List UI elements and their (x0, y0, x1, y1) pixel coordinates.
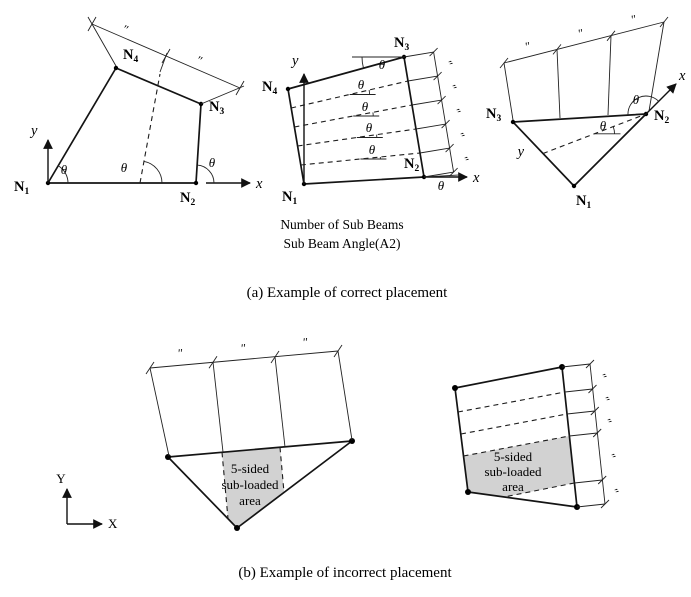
node-label-n3: N3 (486, 106, 501, 124)
sub-beam-divider (139, 73, 161, 184)
y-axis-label: y (290, 53, 299, 69)
theta-label: θ (61, 162, 68, 177)
inch-mark: ″ (577, 26, 585, 41)
sub-loaded-area-label-1: 5-sided (231, 461, 270, 476)
inch-mark: ″ (524, 39, 532, 54)
inch-mark: ″ (457, 154, 472, 165)
theta-label: θ (369, 142, 376, 157)
sub-loaded-area-label-2: sub-loaded (221, 477, 279, 492)
note-sub-beam-angle: Sub Beam Angle(A2) (284, 236, 401, 251)
caption-b: (b) Example of incorrect placement (238, 565, 452, 581)
sub-loaded-area-label-2: sub-loaded (484, 464, 542, 479)
inch-mark: ″ (607, 486, 622, 497)
inch-mark: ″ (630, 12, 638, 27)
node-label-n2: N2 (404, 156, 419, 174)
inch-mark: ″ (303, 335, 309, 349)
dimension-marks (403, 47, 458, 178)
inch-mark: ″ (178, 346, 184, 360)
sub-loaded-area-label-1: 5-sided (494, 449, 533, 464)
vertex-dots (165, 438, 355, 531)
x-axis-label: x (678, 68, 686, 84)
vertex-dots (510, 111, 649, 189)
inch-mark: ″ (604, 451, 619, 462)
global-x-axis-label: X (108, 516, 118, 531)
diagram-a-quad-middle: θ θ θ θ θ θ ″ ″ ″ ″ ″ y x N1 N2 N3 (262, 35, 480, 207)
inch-mark: ″ (121, 22, 131, 37)
node-label-n3: N3 (209, 99, 224, 117)
node-label-n4: N4 (123, 47, 138, 65)
sub-loaded-area-label-3: area (502, 479, 524, 494)
y-axis-label: y (516, 144, 525, 160)
diagram-a-quad-left: θ θ θ ″ ″ y x N1 N2 N3 N4 (14, 16, 263, 208)
theta-label: θ (209, 155, 216, 170)
theta-label: θ (633, 92, 640, 107)
theta-label: θ (121, 160, 128, 175)
angle-arcs (57, 160, 215, 184)
node-label-n2: N2 (180, 190, 195, 208)
dimension-marks (87, 16, 245, 105)
x-axis-label: x (472, 170, 480, 186)
dimension-marks (499, 16, 669, 121)
beam-outline (167, 440, 353, 529)
sub-beam-dividers (291, 80, 421, 166)
inch-mark: ″ (449, 106, 464, 117)
sub-loaded-area (222, 447, 284, 528)
node-label-n1: N1 (282, 189, 297, 207)
edge-extension (423, 174, 461, 178)
inch-mark: ″ (445, 82, 460, 93)
node-label-n4: N4 (262, 79, 277, 97)
x-axis (645, 83, 677, 115)
inch-mark: ″ (595, 371, 610, 382)
sub-beam-divider (221, 452, 229, 519)
inch-mark: ″ (598, 394, 613, 405)
theta-label: θ (366, 120, 373, 135)
sub-loaded-area-label-3: area (239, 493, 261, 508)
y-axis-label: y (29, 123, 38, 139)
angle-arcs (361, 56, 381, 160)
diagram-b-triangle-left: ″ ″ ″ 5-sided sub-loaded area (145, 335, 355, 531)
dimension-marks (561, 359, 610, 509)
theta-label: θ (379, 57, 386, 72)
beam-outline (512, 113, 647, 187)
sub-beam-divider (279, 447, 285, 493)
global-axes: Y X (56, 471, 118, 531)
x-axis-label: x (255, 176, 263, 192)
theta-label: θ (600, 118, 607, 133)
inch-mark: ″ (600, 416, 615, 427)
node-label-n1: N1 (14, 179, 29, 197)
sub-beam-dividers (457, 391, 575, 498)
inch-mark: ″ (441, 58, 456, 69)
node-label-n3: N3 (394, 35, 409, 53)
angle-arcs (612, 95, 660, 134)
node-label-n2: N2 (654, 108, 669, 126)
note-number-of-sub-beams: Number of Sub Beams (280, 217, 403, 232)
dimension-marks (145, 344, 353, 457)
theta-label: θ (362, 99, 369, 114)
diagram-b-quad-right: ″ ″ ″ ″ ″ 5-sided sub-loaded area (452, 359, 622, 510)
theta-label: θ (358, 77, 365, 92)
inch-mark: ″ (453, 130, 468, 141)
diagram-a-triangle-right: θ θ ″ ″ ″ x y N3 N2 N1 (486, 12, 686, 211)
theta-label: θ (438, 178, 445, 193)
angle-reference-lines (349, 56, 404, 160)
inch-mark: ″ (195, 53, 205, 68)
node-label-n1: N1 (576, 193, 591, 211)
caption-a: (a) Example of correct placement (247, 285, 449, 301)
inch-mark: ″ (241, 341, 247, 355)
global-y-axis-label: Y (56, 471, 66, 486)
